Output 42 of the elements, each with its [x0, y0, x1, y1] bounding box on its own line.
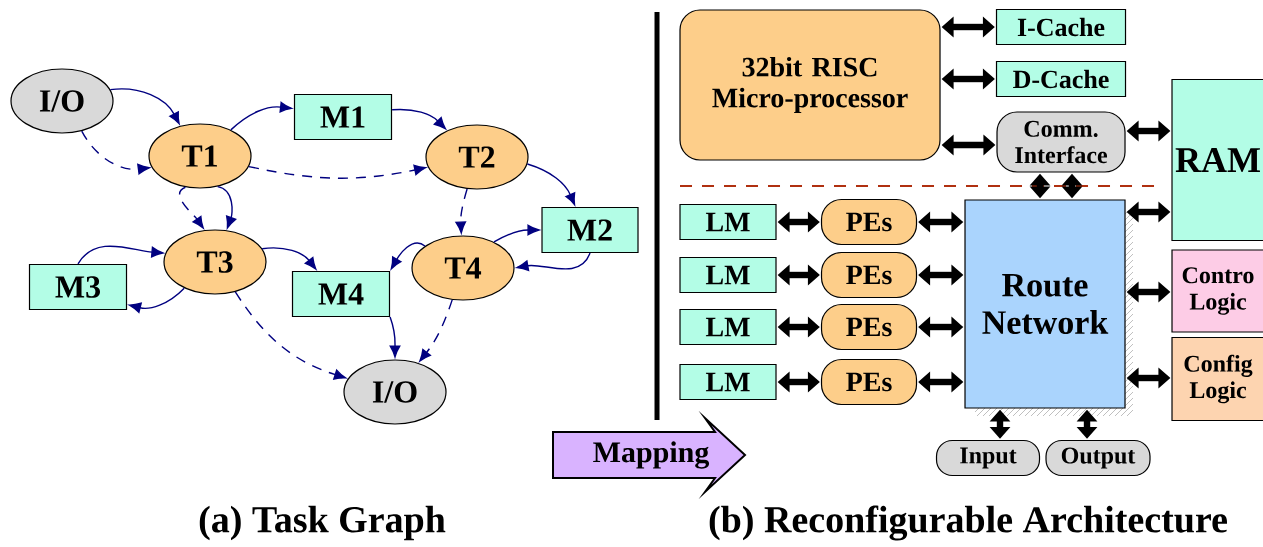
pe-box: PEs: [820, 303, 918, 351]
local-memory-box: LM: [679, 256, 777, 294]
port-box: Output: [1045, 439, 1151, 477]
caption: (a) Task Graph: [199, 505, 446, 541]
arrow: [109, 88, 180, 125]
cache-box: D-Cache: [995, 60, 1127, 98]
caption: (b) Reconfigurable Architecture: [709, 505, 1227, 541]
interface-box: Comm. Interface: [996, 111, 1126, 173]
memory-box: M2: [541, 206, 639, 254]
dashed-arrow: [248, 164, 427, 179]
port-box: Input: [935, 439, 1041, 477]
arrow: [389, 316, 401, 358]
processor-box: 32bit RISC Micro-processor: [679, 9, 941, 161]
memory-box: M4: [291, 270, 391, 318]
dashed-arrow: [234, 291, 347, 380]
dashed-arrow: [81, 130, 150, 175]
network-box: Route Network: [964, 199, 1126, 409]
memory-box: M3: [28, 263, 128, 311]
arrow: [516, 252, 591, 271]
local-memory-box: LM: [679, 203, 777, 241]
logic-box: Config Logic: [1171, 336, 1263, 422]
pe-box: PEs: [820, 358, 918, 406]
arrow: [261, 247, 317, 270]
local-memory-box: LM: [679, 363, 777, 401]
pe-box: PEs: [820, 251, 918, 299]
pe-box: PEs: [820, 198, 918, 246]
ram-box: RAM: [1171, 78, 1263, 242]
arrow: [526, 163, 576, 206]
memory-box: M1: [293, 93, 393, 141]
arrow: [390, 242, 426, 270]
arrow: [230, 101, 293, 131]
arrow: [493, 224, 540, 243]
arrow: [128, 287, 185, 313]
cache-box: I-Cache: [995, 8, 1127, 46]
arrow: [391, 108, 446, 130]
dashed-arrow: [178, 186, 204, 229]
arrow: [217, 185, 237, 229]
arrow: [77, 245, 164, 265]
local-memory-box: LM: [679, 308, 777, 346]
dashed-arrow: [455, 188, 468, 234]
logic-box: Contro Logic: [1171, 249, 1263, 333]
dashed-arrow: [419, 299, 453, 362]
